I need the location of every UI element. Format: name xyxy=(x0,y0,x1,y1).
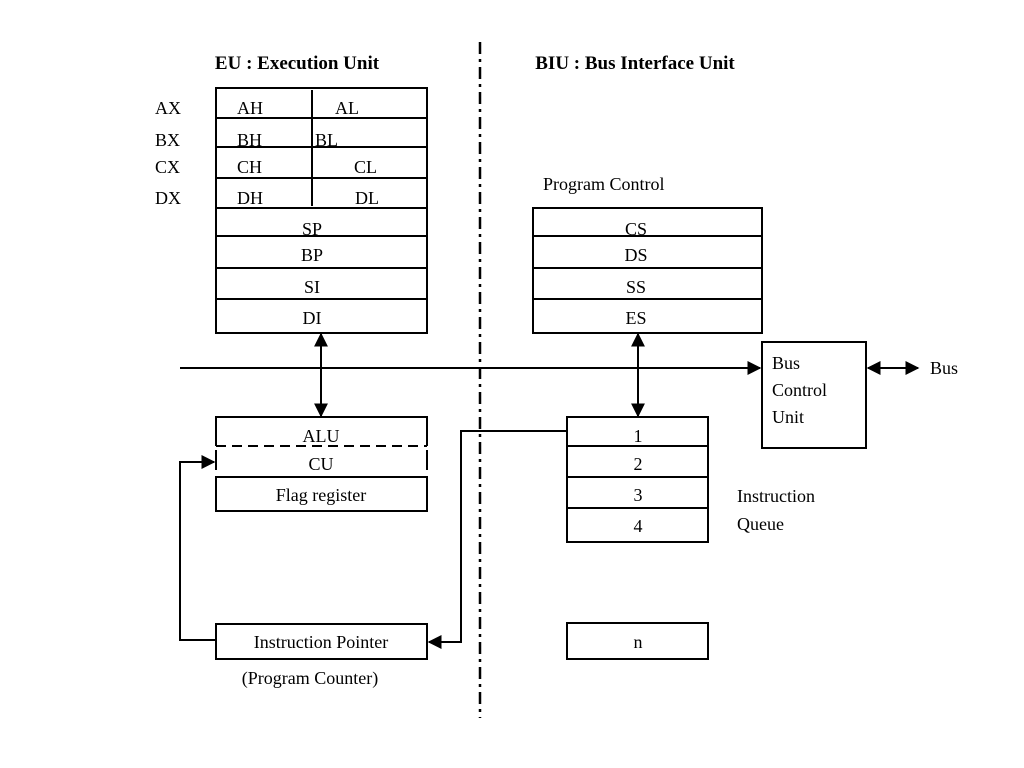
register-ss: SS xyxy=(626,277,646,297)
register-cs: CS xyxy=(625,219,647,239)
flag-register-label: Flag register xyxy=(276,485,366,505)
eu-title: EU : Execution Unit xyxy=(215,53,380,74)
register-cl: CL xyxy=(354,157,377,177)
queue-slot-4: 4 xyxy=(634,516,643,536)
register-dl: DL xyxy=(355,188,379,208)
register-ax-label: AX xyxy=(155,98,181,118)
bus-control-unit-line3: Unit xyxy=(772,407,804,427)
bus-control-unit-box: Bus Control Unit xyxy=(761,341,867,449)
general-register-block: AX BX CX DX AH AL BH BL CH CL DH DL SP B… xyxy=(155,87,428,334)
queue-slot-n: n xyxy=(634,632,643,652)
queue-slot-n-box: n xyxy=(566,622,709,660)
program-control-label: Program Control xyxy=(543,174,665,194)
queue-slot-1: 1 xyxy=(634,426,643,446)
instruction-queue-label-line1: Instruction xyxy=(737,486,815,506)
register-bl: BL xyxy=(315,130,338,150)
ip-to-cu-connector xyxy=(179,455,216,641)
instruction-queue-label-line2: Queue xyxy=(737,514,784,534)
register-di: DI xyxy=(303,308,322,328)
register-ch: CH xyxy=(237,157,262,177)
queue-to-ip-connector xyxy=(427,430,567,649)
register-al: AL xyxy=(335,98,359,118)
register-ah: AH xyxy=(237,98,263,118)
segment-register-block: CS DS SS ES xyxy=(532,207,763,334)
alu-cu-block: ALU CU xyxy=(215,416,428,474)
program-counter-label: (Program Counter) xyxy=(242,668,378,689)
register-dh: DH xyxy=(237,188,263,208)
register-bp: BP xyxy=(301,245,323,265)
bus-control-unit-line1: Bus xyxy=(772,353,800,373)
register-si: SI xyxy=(304,277,320,297)
bus-control-unit-line2: Control xyxy=(772,380,827,400)
cu-label: CU xyxy=(308,454,333,474)
instruction-queue-block: 1 2 3 4 xyxy=(566,416,709,543)
register-sp: SP xyxy=(302,219,322,239)
register-bx-label: BX xyxy=(155,130,180,150)
register-dx-label: DX xyxy=(155,188,181,208)
register-es: ES xyxy=(625,308,646,328)
register-bh: BH xyxy=(237,130,262,150)
external-bus-label: Bus xyxy=(930,358,958,378)
instruction-pointer-box: Instruction Pointer xyxy=(215,623,428,660)
queue-slot-3: 3 xyxy=(634,485,643,505)
biu-title: BIU : Bus Interface Unit xyxy=(535,53,735,74)
alu-label: ALU xyxy=(303,426,340,446)
register-cx-label: CX xyxy=(155,157,180,177)
flag-register-box: Flag register xyxy=(215,476,428,512)
queue-slot-2: 2 xyxy=(634,454,643,474)
register-ds: DS xyxy=(624,245,647,265)
instruction-pointer-label: Instruction Pointer xyxy=(254,632,388,652)
